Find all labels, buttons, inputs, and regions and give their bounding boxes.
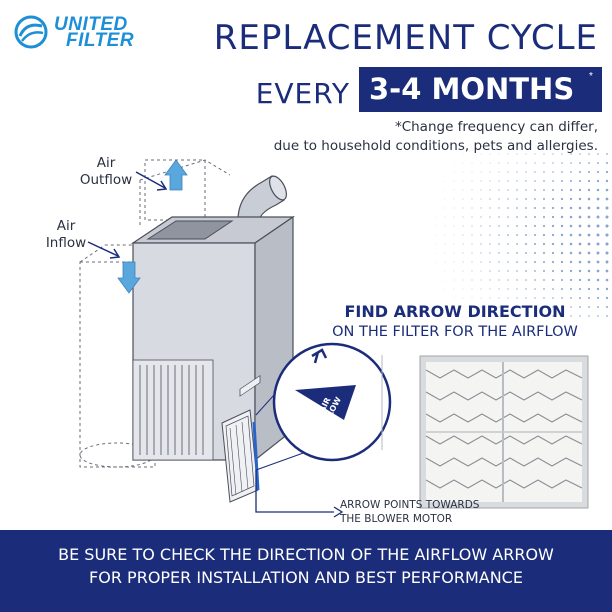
- united-filter-logo: UNITED FILTER: [14, 10, 154, 58]
- air-inflow-label: Air Inflow: [38, 218, 94, 252]
- find-arrow-subheading: ON THE FILTER FOR THE AIRFLOW: [332, 324, 578, 340]
- inflow-line-2: Inflow: [45, 235, 87, 251]
- arrow-note-line-1: ARROW POINTS TOWARDS: [340, 499, 480, 511]
- pleated-filter-image: [419, 355, 589, 509]
- frequency-note: *Change frequency can differ, due to hou…: [200, 118, 598, 156]
- interval-text: 3-4 MONTHS: [369, 72, 575, 106]
- outflow-line-1: Air: [96, 155, 116, 171]
- logo-line-2: FILTER: [66, 30, 135, 51]
- up-arrow-icon: [164, 159, 188, 191]
- find-arrow-heading: FIND ARROW DIRECTION: [344, 302, 566, 321]
- logo-line-1: UNITED: [54, 14, 128, 35]
- filter-slab: [221, 409, 260, 503]
- arrow-pointer-line: [255, 470, 334, 513]
- interval-asterisk: *: [589, 71, 593, 82]
- air-outflow-label: Air Outflow: [72, 155, 140, 189]
- airflow-arrow-icon: [295, 385, 356, 420]
- note-line-2: due to household conditions, pets and al…: [273, 138, 598, 154]
- inflow-line-1: Air: [56, 218, 76, 234]
- outflow-line-2: Outflow: [79, 172, 133, 188]
- interval-badge: 3-4 MONTHS *: [359, 67, 602, 112]
- arrow-points-note: ARROW POINTS TOWARDS THE BLOWER MOTOR: [340, 498, 479, 526]
- footer-line-2: FOR PROPER INSTALLATION AND BEST PERFORM…: [89, 568, 523, 587]
- swirl-logo-icon: [14, 15, 48, 49]
- halftone-dots-decoration: [435, 153, 609, 317]
- page-title: REPLACEMENT CYCLE: [213, 18, 598, 58]
- every-label: EVERY: [255, 77, 350, 110]
- down-arrow-icon: [117, 261, 141, 294]
- arrow-note-line-2: THE BLOWER MOTOR: [340, 513, 453, 525]
- top-opening: [146, 220, 234, 240]
- footer-banner: BE SURE TO CHECK THE DIRECTION OF THE AI…: [0, 530, 612, 612]
- note-line-1: *Change frequency can differ,: [394, 119, 598, 135]
- footer-line-1: BE SURE TO CHECK THE DIRECTION OF THE AI…: [58, 545, 554, 564]
- logo-wordmark: UNITED FILTER: [54, 14, 135, 51]
- furnace-louvers: [132, 359, 214, 461]
- footer-text: BE SURE TO CHECK THE DIRECTION OF THE AI…: [0, 543, 612, 589]
